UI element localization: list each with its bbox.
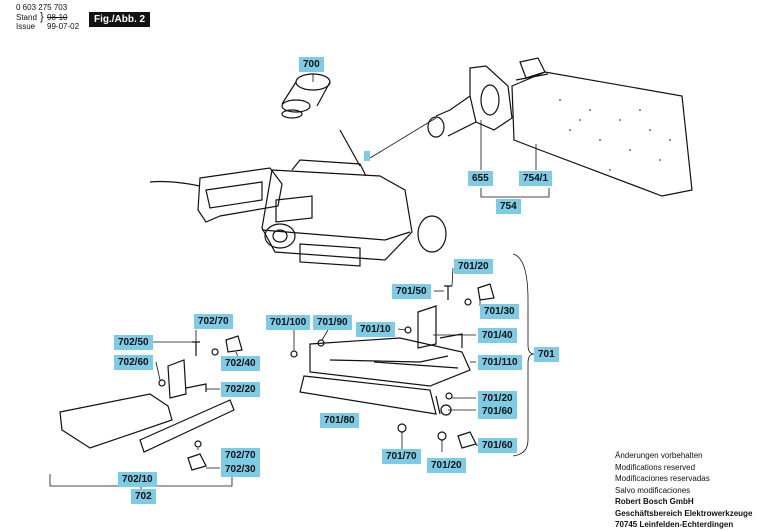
- label-701-70: 701/70: [382, 449, 421, 464]
- label-655: 655: [468, 171, 493, 186]
- stand-value: 98-10: [47, 13, 68, 22]
- label-700: 700: [299, 57, 324, 72]
- label-702-20: 702/20: [221, 382, 260, 397]
- footer-notes: Änderungen vorbehalten Modifications res…: [615, 450, 752, 531]
- note-line: Salvo modificaciones: [615, 485, 691, 495]
- label-702-70-top: 702/70: [194, 314, 233, 329]
- issue-label: Issue: [16, 22, 36, 31]
- company-address: 70745 Leinfelden-Echterdingen: [615, 520, 734, 529]
- dust-bag-texture: [559, 99, 671, 171]
- stand-label: Stand: [16, 13, 37, 22]
- label-701-100: 701/100: [266, 315, 311, 330]
- company-name: Robert Bosch GmbH: [615, 497, 694, 506]
- leader-lines: [49, 74, 550, 492]
- doc-number: 0 603 275 703: [16, 3, 68, 12]
- label-702: 702: [131, 489, 156, 504]
- label-701: 701: [534, 347, 559, 362]
- label-754-1: 754/1: [519, 171, 553, 186]
- label-702-70-bottom: 702/70: [221, 448, 260, 463]
- label-701-110: 701/110: [478, 355, 522, 370]
- label-701-30: 701/30: [480, 304, 519, 319]
- stand-assembly-drawing: [290, 283, 495, 449]
- note-line: Änderungen vorbehalten: [615, 451, 703, 460]
- label-702-50: 702/50: [114, 335, 153, 350]
- label-702-30: 702/30: [221, 462, 260, 477]
- label-701-60-mid: 701/60: [478, 404, 517, 419]
- label-701-90: 701/90: [313, 315, 352, 330]
- label-marker: [364, 151, 370, 161]
- label-702-40: 702/40: [221, 356, 260, 371]
- note-line: Modifications reserved: [615, 462, 696, 472]
- dust-nozzle-drawing: [427, 65, 513, 138]
- label-701-40: 701/40: [478, 328, 517, 343]
- label-701-20-mid: 701/20: [478, 391, 517, 406]
- label-701-80: 701/80: [320, 413, 359, 428]
- label-702-10: 702/10: [118, 472, 157, 487]
- label-701-60-bottom: 701/60: [478, 438, 517, 453]
- header-brace: }: [40, 11, 44, 23]
- label-701-20-bottom: 701/20: [427, 458, 466, 473]
- nozzle-adapter-drawing: [281, 73, 331, 119]
- label-702-60: 702/60: [114, 355, 153, 370]
- label-701-10: 701/10: [356, 322, 395, 337]
- label-701-50: 701/50: [392, 284, 431, 299]
- company-division: Geschäftsbereich Elektrowerkzeuge: [615, 508, 753, 518]
- label-701-20-top: 701/20: [454, 259, 493, 274]
- issue-value: 99-07-02: [47, 22, 80, 31]
- belt-sander-drawing: [149, 129, 447, 267]
- dust-bag-drawing: [511, 57, 693, 197]
- note-line: Modificaciones reservadas: [615, 474, 710, 483]
- figure-tag: Fig./Abb. 2: [89, 12, 151, 27]
- label-754: 754: [496, 199, 521, 214]
